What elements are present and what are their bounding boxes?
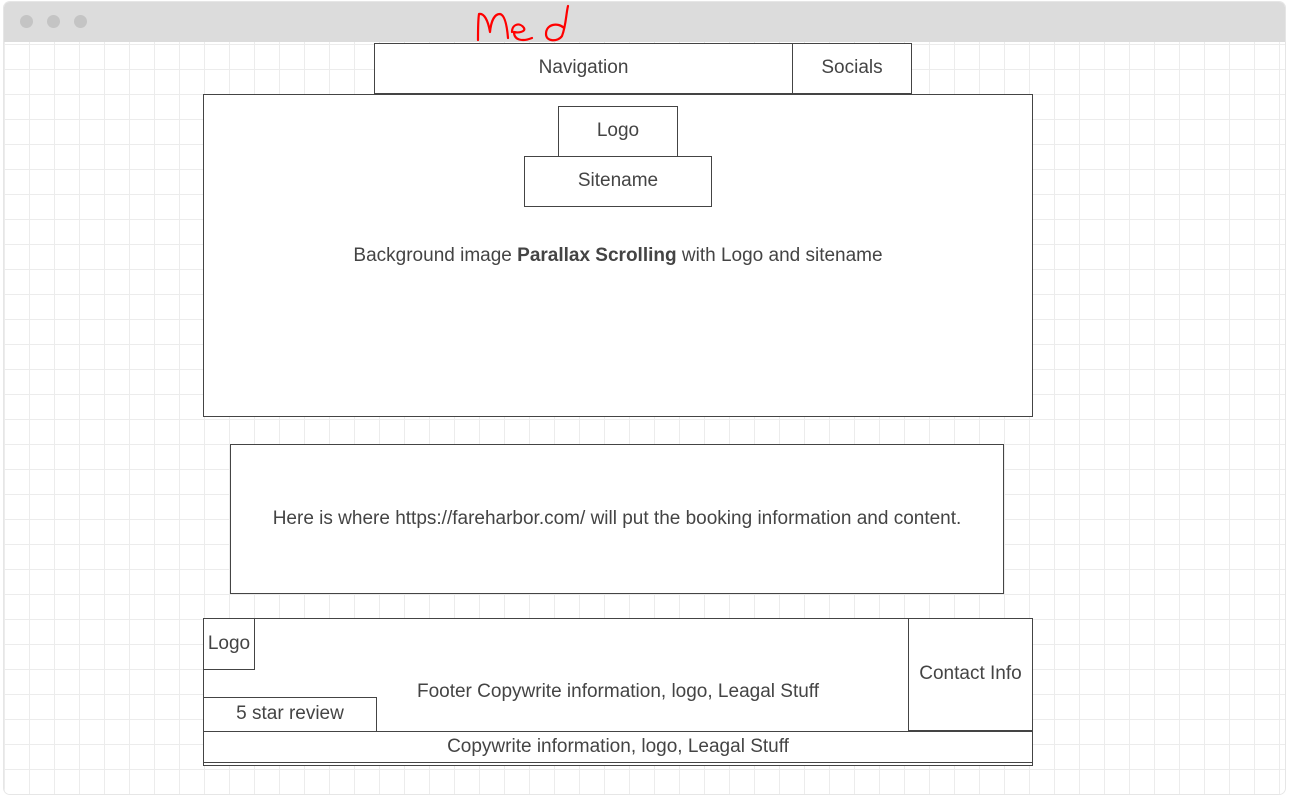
sitename-label: Sitename [577, 170, 659, 192]
booking-box: Here is where https://fareharbor.com/ wi… [230, 444, 1004, 594]
booking-text: Here is where https://fareharbor.com/ wi… [272, 507, 962, 529]
socials-label: Socials [821, 57, 883, 79]
hero-logo-label: Logo [596, 120, 640, 142]
sitename-box: Sitename [524, 156, 712, 207]
navigation-label: Navigation [538, 57, 629, 79]
review-label: 5 star review [236, 703, 344, 725]
review-box: 5 star review [203, 697, 377, 732]
window-dot-icon [74, 15, 87, 28]
window-dot-icon [47, 15, 60, 28]
socials-box: Socials [792, 43, 912, 94]
hero-caption-suffix: with Logo and sitename [681, 245, 883, 266]
contact-info-label: Contact Info [919, 663, 1022, 685]
hero-logo-box: Logo [558, 106, 678, 157]
footer-logo-box: Logo [203, 618, 255, 670]
footer-bottom-bar: Copywrite information, logo, Leagal Stuf… [203, 731, 1033, 763]
handwritten-annotation: med [476, 4, 570, 42]
window-dot-icon [20, 15, 33, 28]
footer-logo-label: Logo [207, 632, 251, 654]
window-titlebar [4, 2, 1285, 42]
footer-copy-bottom: Copywrite information, logo, Leagal Stuf… [447, 735, 789, 757]
navigation-box: Navigation [374, 43, 793, 94]
contact-info-box: Contact Info [908, 618, 1033, 731]
footer-copy-main: Footer Copywrite information, logo, Leag… [416, 681, 820, 702]
hero-caption-prefix: Background image [353, 245, 512, 266]
hero-caption-bold: Parallax Scrolling [517, 245, 677, 266]
hero-caption: Background image Parallax Scrolling with… [203, 245, 1033, 267]
